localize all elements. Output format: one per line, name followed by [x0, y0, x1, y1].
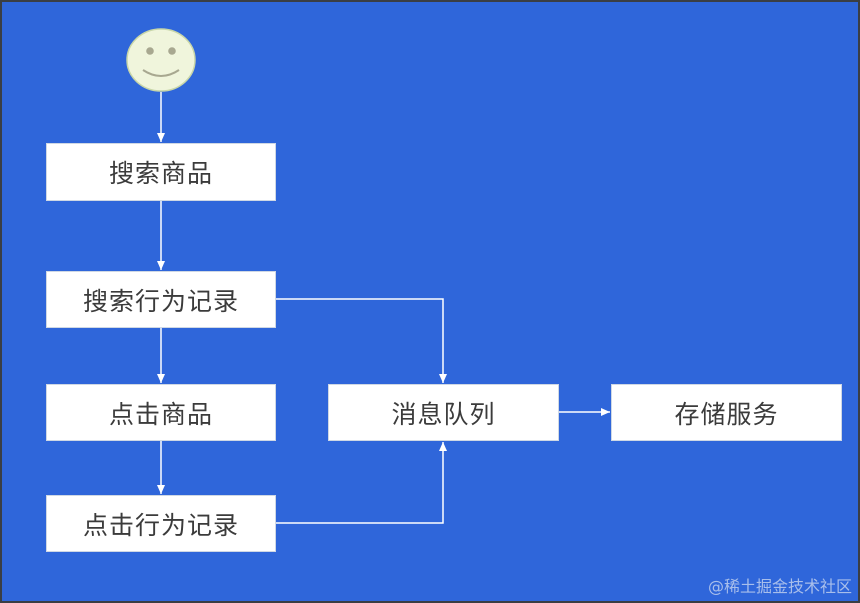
- edge-searchlog-mq: [276, 298, 447, 383]
- watermark-text: @稀土掘金技术社区: [707, 577, 852, 596]
- smiley-face-icon: [126, 28, 196, 92]
- node-click-product: 点击商品: [46, 384, 276, 441]
- node-storage-service: 存储服务: [611, 384, 842, 441]
- node-message-queue: 消息队列: [328, 384, 559, 441]
- node-click-behavior-log: 点击行为记录: [46, 495, 276, 552]
- edge-clicklog-mq: [276, 442, 447, 524]
- node-search-product: 搜索商品: [46, 143, 276, 201]
- node-search-behavior-log: 搜索行为记录: [46, 271, 276, 328]
